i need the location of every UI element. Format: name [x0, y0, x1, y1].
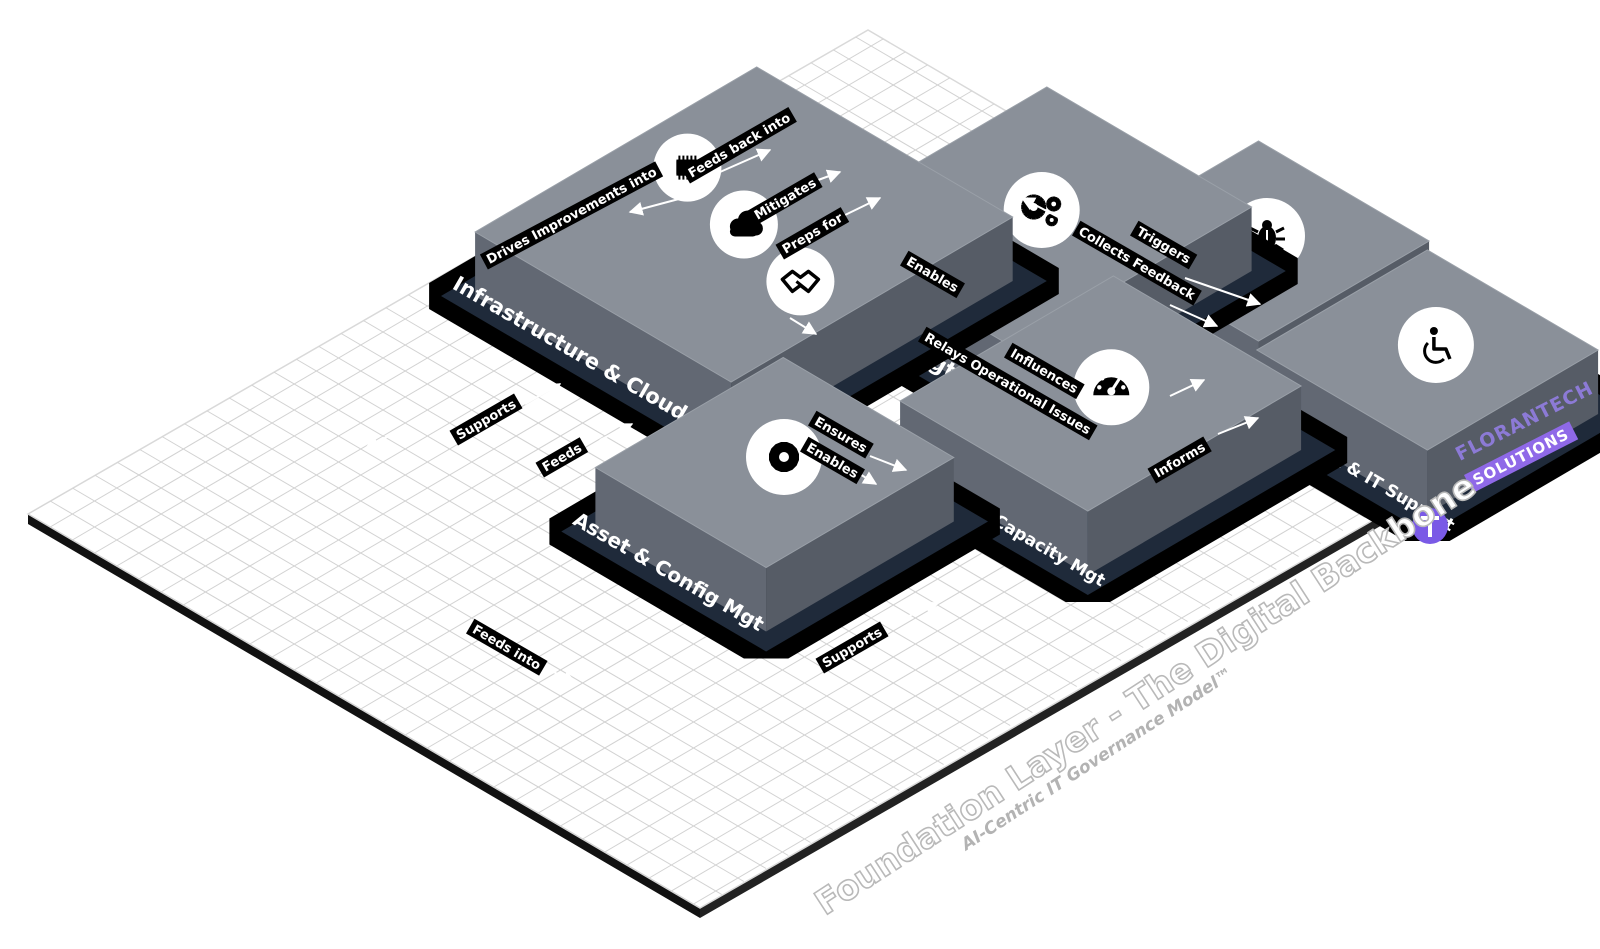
connector-label-bg [449, 393, 523, 446]
connector-label-bg [1072, 220, 1202, 306]
block-side [595, 467, 767, 632]
block-side [766, 457, 954, 632]
connector-label-bg [681, 107, 797, 184]
connector-label-bg [775, 207, 850, 260]
connector-label-bg [1147, 436, 1212, 484]
block-side [900, 401, 1088, 575]
connector-label-bg [900, 250, 965, 299]
connector-label-bg [918, 326, 1098, 441]
block-side [475, 232, 732, 446]
accessibility-icon [1397, 307, 1474, 383]
connector-label-bg [466, 618, 548, 676]
connector-label-bg [1004, 342, 1085, 400]
brand-logo-icon [1412, 508, 1448, 544]
gears-icon [1003, 172, 1080, 248]
connector-label-bg [479, 161, 664, 270]
connector-label-bg [1130, 220, 1198, 270]
block-infra[interactable]: Infrastructure & Cloud Strategy [429, 66, 1059, 481]
connector-label-bg [747, 172, 823, 226]
connector-arrows [364, 148, 1262, 684]
block-asset[interactable]: Asset & Config Mgt [549, 356, 1000, 659]
gear-icon [746, 419, 822, 495]
handshake-icon [766, 247, 835, 316]
connector-label-bg [815, 621, 889, 674]
connector-label-bg [535, 437, 589, 478]
connector-label-bg [800, 436, 865, 485]
block-side [1087, 386, 1302, 575]
gauge-icon [1073, 349, 1150, 426]
connector-label-bg [808, 410, 874, 459]
